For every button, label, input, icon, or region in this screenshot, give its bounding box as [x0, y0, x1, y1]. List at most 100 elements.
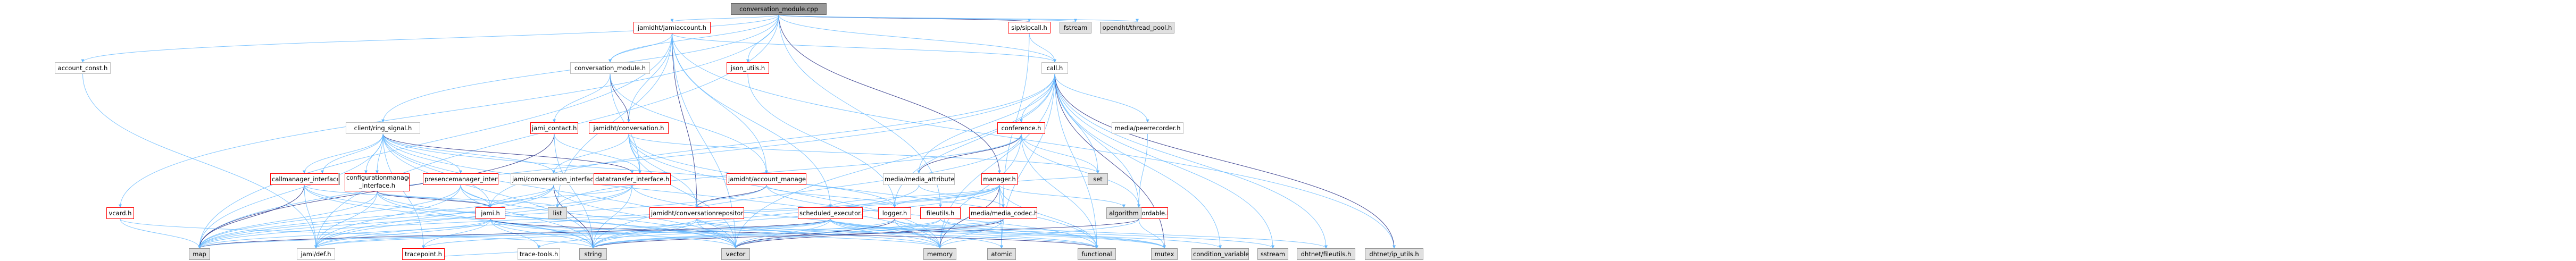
dependency-edge-callh-to-sstream: [1054, 73, 1274, 249]
dependency-edge-root-to-manager: [778, 14, 1001, 174]
dependency-edge-presmgr-to-map: [198, 184, 461, 249]
dependency-edge-callh-to-functional: [1054, 73, 1098, 249]
dependency-edge-cring-to-callmgr: [303, 133, 384, 174]
dependency-edge-presmgr-to-jamih: [460, 184, 492, 208]
graph-node-jconvif[interactable]: jami/conversation_interface.h: [511, 173, 597, 185]
dependency-edge-jconvrepo-to-string: [591, 218, 697, 249]
dependency-edge-jconvif-to-jamih: [489, 184, 554, 208]
graph-node-root[interactable]: conversation_module.cpp: [731, 3, 827, 15]
dependency-edge-jconvrepo-to-functional: [696, 218, 1098, 249]
dependency-edge-logger-to-vector: [734, 218, 895, 249]
graph-node-logger[interactable]: logger.h: [878, 207, 911, 219]
dependency-edge-datatr-to-string: [591, 184, 632, 249]
dependency-edge-root-to-sip: [778, 14, 1031, 22]
dependency-edge-conference-to-mrecord: [1021, 133, 1140, 208]
graph-node-callh[interactable]: call.h: [1041, 62, 1068, 74]
graph-node-peerrec[interactable]: media/peerrecorder.h: [1112, 122, 1183, 134]
dependency-edge-root-to-opendht: [778, 14, 1139, 22]
dependency-edge-sched-to-jamidef: [314, 218, 831, 249]
dependency-edge-sched-to-tracepoint: [422, 218, 831, 249]
graph-node-manager[interactable]: manager.h: [981, 173, 1018, 185]
graph-node-json[interactable]: json_utils.h: [727, 62, 769, 74]
graph-node-conference[interactable]: conference.h: [997, 122, 1045, 134]
dependency-edge-jconv-to-jconvrepo: [628, 133, 698, 208]
graph-node-tracetools[interactable]: trace-tools.h: [518, 248, 560, 260]
dependency-edge-sched-to-vector: [734, 218, 831, 249]
dependency-edge-json-to-logger: [747, 73, 896, 208]
dependency-edge-jamiacc-to-jconv: [627, 33, 672, 123]
dependency-edge-sched-to-atomic: [830, 218, 1003, 249]
dependency-edge-cfgmgr-to-vector: [377, 191, 737, 249]
graph-node-tracepoint[interactable]: tracepoint.h: [402, 248, 445, 260]
graph-node-acctconst[interactable]: account_const.h: [55, 62, 111, 74]
dependency-edge-manager-to-string: [591, 184, 1000, 249]
graph-node-jamih[interactable]: jami.h: [476, 207, 505, 219]
graph-node-cfgmgr[interactable]: configurationmanager_interface.h: [345, 173, 410, 191]
dependency-edge-jamiacc-to-callh: [672, 33, 1056, 63]
dependency-edge-mcodec-to-map: [198, 218, 1004, 249]
graph-node-sip[interactable]: sip/sipcall.h: [1008, 22, 1051, 33]
graph-node-algorithm: algorithm: [1106, 207, 1141, 219]
dependency-edge-acctmgr-to-jconvrepo: [695, 184, 767, 208]
graph-node-dhtip: dhtnet/ip_utils.h: [1365, 248, 1423, 260]
dependency-edge-callh-to-vector: [734, 73, 1055, 249]
dependency-edge-jconv-to-jconvif: [552, 133, 629, 174]
graph-node-fileutils[interactable]: fileutils.h: [920, 207, 961, 219]
graph-node-presmgr[interactable]: presencemanager_interface.h: [423, 173, 498, 185]
dependency-edge-vcard-to-string: [120, 218, 595, 249]
dependency-edge-acctmgr-to-logger: [766, 184, 896, 208]
graph-node-dhtfile: dhtnet/fileutils.h: [1297, 248, 1355, 260]
dependency-edge-fileutils-to-vector: [734, 218, 941, 249]
dependency-edge-datatr-to-jamidef: [314, 184, 632, 249]
dependency-edge-conference-to-list: [556, 133, 1022, 208]
dependency-edge-jamih-to-string: [490, 218, 595, 249]
graph-node-mcodec[interactable]: media/media_codec.h: [969, 207, 1037, 219]
dependency-edge-acctconst-to-jamidef: [82, 73, 318, 249]
dependency-edge-callh-to-dhtip: [1054, 73, 1396, 249]
graph-node-condvar: condition_variable: [1191, 248, 1249, 260]
graph-node-convmodh[interactable]: conversation_module.h: [570, 62, 650, 74]
dependency-edge-cring-to-logger: [382, 133, 896, 208]
graph-node-acctmgr[interactable]: jamidht/account_manager.h: [727, 173, 806, 185]
graph-node-vcard[interactable]: vcard.h: [106, 207, 134, 219]
dependency-edge-cring-to-jamih: [382, 133, 492, 208]
dependency-edge-presmgr-to-jamidef: [314, 184, 461, 249]
dependency-edge-peerrec-to-mrecord: [1137, 133, 1148, 208]
dependency-edge-jconv-to-set: [628, 133, 1099, 174]
dependency-edge-jconvrepo-to-memory: [696, 218, 941, 249]
dependency-edge-cfgmgr-to-string: [377, 191, 595, 249]
dependency-edge-root-to-acctconst: [81, 14, 779, 63]
dependency-edge-jamiacc-to-convmodh: [608, 33, 672, 63]
dependency-edge-cfgmgr-to-list: [377, 191, 559, 208]
graph-node-functional: functional: [1078, 248, 1116, 260]
graph-node-sched[interactable]: scheduled_executor.h: [798, 207, 863, 219]
dependency-edge-mrecord-to-memory: [938, 218, 1139, 249]
graph-node-callmgr[interactable]: callmanager_interface.h: [270, 173, 338, 185]
graph-node-memory: memory: [923, 248, 956, 260]
graph-node-jamidef[interactable]: jami/def.h: [297, 248, 335, 260]
dependency-edge-manager-to-logger: [893, 184, 1000, 208]
dependency-edge-root-to-callh: [778, 14, 1056, 63]
graph-node-cring[interactable]: client/ring_signal.h: [346, 122, 420, 134]
dependency-edge-jconvrepo-to-vector: [696, 218, 737, 249]
graph-node-jconv[interactable]: jamidht/conversation.h: [589, 122, 669, 134]
dependency-edge-jconvif-to-vector: [553, 184, 737, 249]
dependency-edge-datatr-to-jamih: [489, 184, 632, 208]
dependency-edge-callh-to-peerrec: [1054, 73, 1149, 123]
graph-node-atomic: atomic: [987, 248, 1016, 260]
dependency-edge-cfgmgr-to-map: [198, 191, 378, 249]
graph-node-string: string: [579, 248, 607, 260]
graph-node-jamiacc[interactable]: jamidht/jamiaccount.h: [633, 22, 711, 33]
graph-node-vector: vector: [721, 248, 750, 260]
dependency-edge-jamih-to-memory: [490, 218, 941, 249]
dependency-edge-root-to-jamiacc: [670, 14, 779, 22]
graph-node-datatr[interactable]: datatransfer_interface.h: [594, 173, 671, 185]
dependency-edge-root-to-json: [746, 14, 779, 63]
dependency-edge-conference-to-string: [591, 133, 1022, 249]
graph-node-jconvrepo[interactable]: jamidht/conversationrepository.h: [649, 207, 744, 219]
graph-node-list: list: [548, 207, 567, 219]
graph-node-mattr[interactable]: media/media_attribute.h: [883, 173, 955, 185]
dependency-edge-jamih-to-jamidef: [314, 218, 491, 249]
graph-node-jcontact[interactable]: jami_contact.h: [530, 122, 578, 134]
